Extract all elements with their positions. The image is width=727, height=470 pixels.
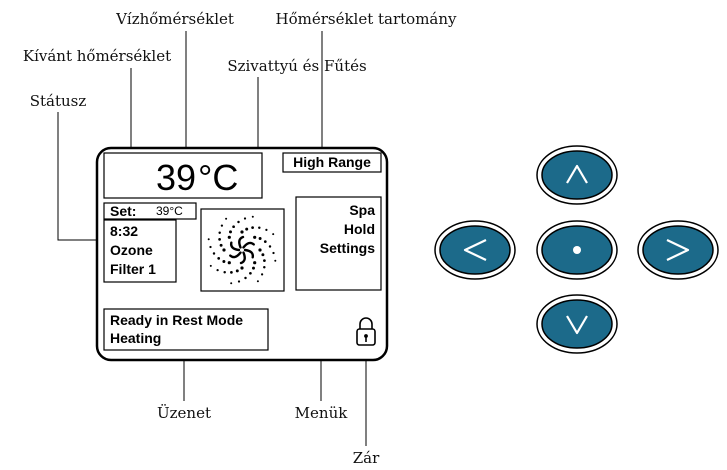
callout-pump-and-heat: Szivattyú és Fűtés bbox=[227, 57, 366, 75]
pump-dot bbox=[272, 251, 275, 255]
water-temperature-box bbox=[103, 152, 263, 199]
status-line-filter: Filter 1 bbox=[110, 261, 156, 277]
pump-dot bbox=[240, 266, 244, 270]
pump-dot bbox=[263, 266, 266, 269]
pump-dot bbox=[258, 237, 262, 240]
pump-dot bbox=[216, 268, 219, 272]
pump-dot bbox=[265, 228, 268, 232]
down-button[interactable] bbox=[536, 294, 618, 354]
pump-dot bbox=[209, 245, 212, 249]
callout-set-temperature: Kívánt hőmérséklet bbox=[23, 47, 171, 65]
pump-dot bbox=[217, 257, 221, 260]
water-temperature-unit: °C bbox=[198, 157, 238, 198]
menu-item-hold: Hold bbox=[344, 221, 375, 237]
callout-menus: Menük bbox=[295, 404, 349, 422]
pump-dot bbox=[225, 217, 228, 220]
status-line-ozone: Ozone bbox=[110, 242, 153, 258]
right-button[interactable] bbox=[637, 220, 719, 280]
pump-dot bbox=[243, 217, 247, 220]
pump-dot bbox=[237, 280, 241, 283]
pump-dot bbox=[263, 240, 267, 243]
dot-icon bbox=[573, 246, 581, 254]
pump-blade bbox=[229, 251, 242, 259]
set-temperature-value: 39°C bbox=[156, 204, 183, 218]
left-button[interactable] bbox=[434, 220, 516, 280]
pump-blade bbox=[239, 251, 246, 265]
pump-dot bbox=[220, 224, 224, 227]
pump-dot bbox=[218, 238, 221, 241]
pump-dot bbox=[253, 261, 257, 265]
status-box bbox=[103, 219, 177, 283]
set-temperature-box bbox=[103, 202, 197, 220]
callout-temperature-range: Hőmérséklet tartomány bbox=[275, 10, 457, 28]
menu-item-settings: Settings bbox=[320, 240, 375, 256]
status-line-time: 8:32 bbox=[110, 223, 138, 239]
right-arrow-icon bbox=[666, 239, 690, 261]
pump-dot bbox=[223, 271, 226, 274]
temperature-range-label: High Range bbox=[293, 154, 371, 170]
menu-box bbox=[295, 196, 382, 291]
callout-status: Státusz bbox=[30, 92, 87, 110]
pump-dot bbox=[252, 266, 255, 270]
pump-dot bbox=[249, 271, 252, 275]
up-arrow-icon bbox=[566, 164, 588, 184]
pump-dot bbox=[272, 233, 275, 236]
pump-dot bbox=[256, 280, 259, 283]
pump-dot bbox=[219, 243, 223, 247]
center-button[interactable] bbox=[536, 220, 618, 280]
leader-status bbox=[57, 112, 104, 241]
pump-dot bbox=[263, 259, 266, 262]
up-button[interactable] bbox=[536, 145, 618, 205]
pump-dot bbox=[244, 276, 247, 280]
pump-dot bbox=[258, 226, 261, 229]
set-temperature-label: Set: bbox=[110, 203, 136, 219]
pump-dot bbox=[229, 230, 232, 234]
pump-blade bbox=[238, 235, 245, 249]
message-box bbox=[103, 308, 269, 351]
pump-dot bbox=[209, 264, 212, 267]
pump-dot bbox=[218, 231, 221, 234]
pump-dot bbox=[222, 248, 226, 252]
pump-dot bbox=[258, 248, 262, 252]
pump-dot bbox=[253, 235, 257, 239]
pump-dot bbox=[251, 215, 254, 218]
callout-message: Üzenet bbox=[157, 404, 211, 422]
callout-water-temperature: Vízhőmérséklet bbox=[115, 10, 234, 28]
pump-and-heat-icon bbox=[207, 215, 277, 285]
pump-dot bbox=[227, 235, 231, 239]
down-arrow-icon bbox=[566, 315, 588, 335]
pump-dot bbox=[227, 261, 231, 265]
message-line-2: Heating bbox=[110, 330, 161, 346]
pump-dot bbox=[251, 226, 254, 229]
pump-dot bbox=[260, 273, 264, 276]
pump-dot bbox=[235, 269, 239, 273]
pump-dot bbox=[230, 271, 233, 274]
pump-dot bbox=[268, 245, 272, 248]
pump-dot bbox=[240, 230, 244, 234]
temperature-range-box bbox=[282, 152, 382, 173]
left-arrow-icon bbox=[463, 239, 487, 261]
pump-blade bbox=[243, 248, 255, 259]
pump-dot bbox=[207, 238, 210, 241]
pump-blade bbox=[242, 241, 255, 249]
callout-lock: Zár bbox=[353, 449, 380, 467]
lock-icon bbox=[356, 317, 376, 346]
pump-dot bbox=[230, 282, 233, 285]
pump-dot bbox=[222, 260, 226, 263]
menu-item-spa: Spa bbox=[349, 202, 375, 218]
message-line-1: Ready in Rest Mode bbox=[110, 312, 243, 328]
pump-dot bbox=[232, 225, 235, 229]
pump-dot bbox=[245, 227, 249, 231]
pump-dot bbox=[237, 220, 240, 224]
pump-blade bbox=[229, 241, 241, 252]
pump-dot bbox=[274, 259, 277, 262]
water-temperature-value: 39 bbox=[156, 157, 196, 198]
pump-dot bbox=[212, 252, 216, 255]
pump-heat-box bbox=[200, 208, 285, 292]
pump-dot bbox=[261, 253, 265, 257]
